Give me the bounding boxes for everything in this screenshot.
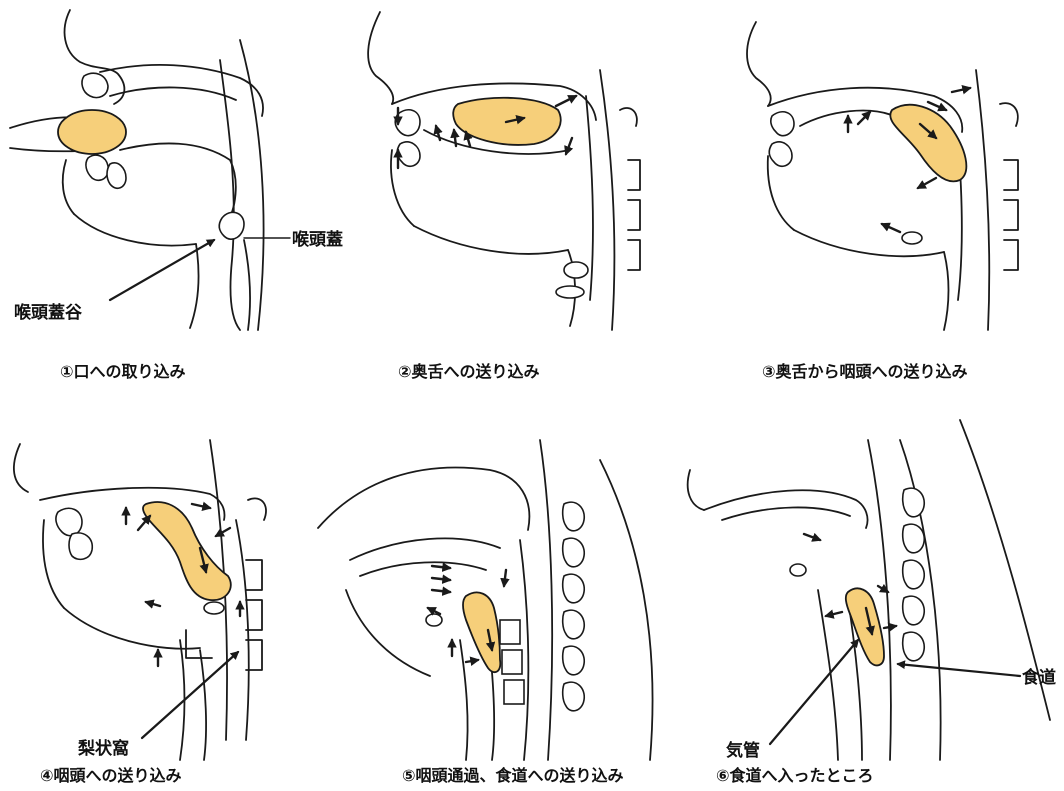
panel-6-anatomy [688, 420, 1050, 760]
vallecula-label: 喉頭蓋谷 [14, 302, 83, 323]
panel-5-caption: ⑤咽頭通過、食道への送り込み [402, 766, 624, 785]
esophagus-label: 食道 [1022, 667, 1056, 688]
panel-4-bolus [143, 502, 231, 600]
panel-2-back-tongue: ②奥舌への送り込み [368, 12, 640, 381]
panel-3-anatomy [747, 22, 1018, 330]
panel-2-caption: ②奥舌への送り込み [398, 362, 540, 381]
trachea-label: 気管 [725, 740, 760, 761]
panel-4-anatomy [14, 440, 266, 760]
esophagus-leader [898, 664, 1020, 676]
panel-1-bolus [58, 110, 126, 154]
epiglottis-label: 喉頭蓋 [292, 229, 343, 250]
piriform-sinus-label: 梨状窩 [77, 738, 129, 759]
panel-5-bolus [463, 592, 500, 672]
trachea-leader [770, 640, 858, 744]
panel-1-anatomy [10, 10, 264, 330]
panel-6-caption: ⑥食道へ入ったところ [716, 766, 874, 785]
panel-3-back-tongue-to-pharynx: ③奥舌から咽頭への送り込み [747, 22, 1018, 381]
panel-3-bolus [890, 105, 966, 182]
panel-4-caption: ④咽頭への送り込み [40, 766, 182, 785]
panel-6-entering-esophagus: 食道 気管 ⑥食道へ入ったところ [688, 420, 1056, 785]
panel-1-caption: ①口への取り込み [60, 362, 186, 381]
panel-2-anatomy [368, 12, 640, 330]
panel-3-caption: ③奥舌から咽頭への送り込み [762, 362, 968, 381]
panel-1-oral-intake: 喉頭蓋 喉頭蓋谷 ①口への取り込み [10, 10, 343, 381]
panel-4-to-pharynx: 梨状窩 ④咽頭への送り込み [14, 440, 266, 785]
panel-5-pharynx-passage: ⑤咽頭通過、食道への送り込み [318, 440, 653, 785]
piriform-sinus-leader [142, 652, 238, 738]
